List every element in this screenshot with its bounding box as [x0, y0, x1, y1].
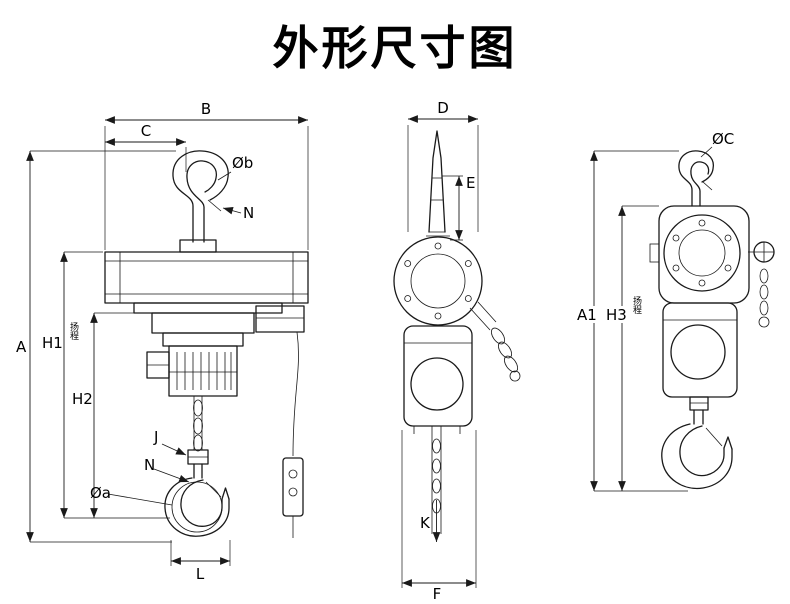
front-load-chain [187, 396, 209, 479]
front-bottom-hook [164, 477, 230, 537]
dim-label-h2: H2 [72, 390, 93, 408]
front-view-drawing: B C Øb N A H1 扬程 H2 J N Øa L [16, 100, 309, 583]
dim-label-d: D [437, 99, 449, 117]
front-top-hook [172, 150, 229, 243]
dim-label-a1: A1 [577, 306, 597, 324]
side-view-drawing: D E K F [393, 99, 521, 603]
front-body [146, 312, 255, 397]
front-trolley-beam [104, 239, 309, 333]
side-top-lever [428, 130, 446, 233]
right-motor-housing [649, 205, 750, 304]
dim-label-phi-c: ØC [712, 130, 734, 148]
dim-label-n-bottom: N [144, 456, 155, 474]
front-dimensions [26, 116, 309, 566]
lift-note-right: 扬程 [631, 295, 642, 315]
dim-label-phi-b: Øb [232, 154, 253, 172]
dim-label-j: J [153, 428, 158, 446]
right-top-hook [678, 150, 715, 207]
dim-label-k: K [420, 514, 431, 532]
side-body [403, 325, 473, 434]
dim-label-e: E [466, 174, 475, 192]
dim-label-a: A [16, 338, 27, 356]
page-title: 外形尺寸图 [272, 21, 518, 75]
right-view-drawing: ØC A1 H3 扬程 [575, 130, 775, 492]
lift-note-front: 扬程 [68, 321, 79, 341]
right-bottom-hook [661, 396, 733, 490]
right-body [662, 302, 738, 398]
side-sling-chain [469, 301, 521, 382]
dim-label-phi-a: Øa [90, 484, 111, 502]
right-hand-chain [748, 241, 775, 328]
dim-label-h1: H1 [42, 334, 63, 352]
front-pendant-control [282, 331, 304, 538]
dim-label-b: B [201, 100, 211, 118]
dim-label-h3: H3 [606, 306, 627, 324]
side-gear-case [393, 235, 483, 326]
dim-label-l: L [196, 565, 205, 583]
dim-label-f: F [433, 585, 442, 603]
side-dimensions [401, 115, 479, 588]
dim-label-n-top: N [243, 204, 254, 222]
right-dimensions [575, 146, 713, 492]
dim-label-c: C [141, 122, 151, 140]
